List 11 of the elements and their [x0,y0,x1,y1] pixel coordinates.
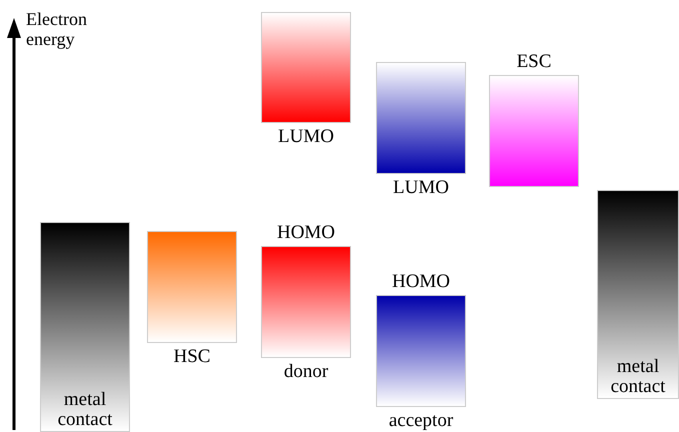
level-label: HSC [172,347,212,366]
level-label: ESC [516,52,552,71]
level-label: metal contact [610,357,666,397]
level-label: donor [282,362,330,381]
level-label: HOMO [390,272,452,291]
level-label: acceptor [388,411,454,430]
level-label: LUMO [392,178,450,197]
axis-label: Electron energy [26,9,88,49]
level-label: LUMO [277,127,335,146]
level-label: HOMO [276,223,336,242]
level-label: metal contact [56,390,114,430]
